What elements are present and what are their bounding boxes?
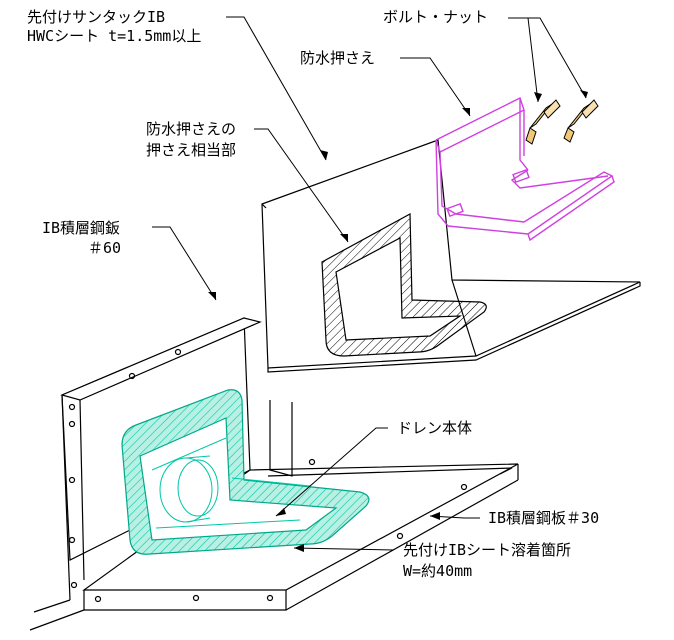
weld-label-line2: W=約40mm [403,562,473,580]
leader-lines [152,16,587,551]
leader-arrows [208,90,588,552]
presser-part-label-line2: 押さえ相当部 [146,141,237,159]
ib-steel-60-label-line1: IB積層鋼鈑 [42,219,121,237]
bolt-nut [525,99,599,145]
bolt-nut-label: ボルト・ナット [383,8,489,26]
bolt-2 [563,99,599,143]
presser-part-label-line1: 防水押さえの [146,120,237,138]
waterproof-presser [435,97,615,242]
weld-label-line1: 先付けIBシート溶着箇所 [403,541,572,559]
presser-equivalent-part [321,213,487,357]
presser-label: 防水押さえ [300,49,376,67]
corner-post [269,400,293,477]
bolt-1 [525,99,561,145]
ib-steel-60-label-line2: ＃60 [88,239,122,257]
sheet-label-line1: 先付けサンタックIB [27,8,166,26]
drain-body [121,389,370,555]
drain-body-label: ドレン本体 [397,419,473,437]
santac-ib-sheet [261,139,641,373]
sheet-label-line2: HWCシート t=1.5mm以上 [27,27,202,45]
ib-plate-30-label: IB積層鋼板＃30 [488,509,600,527]
